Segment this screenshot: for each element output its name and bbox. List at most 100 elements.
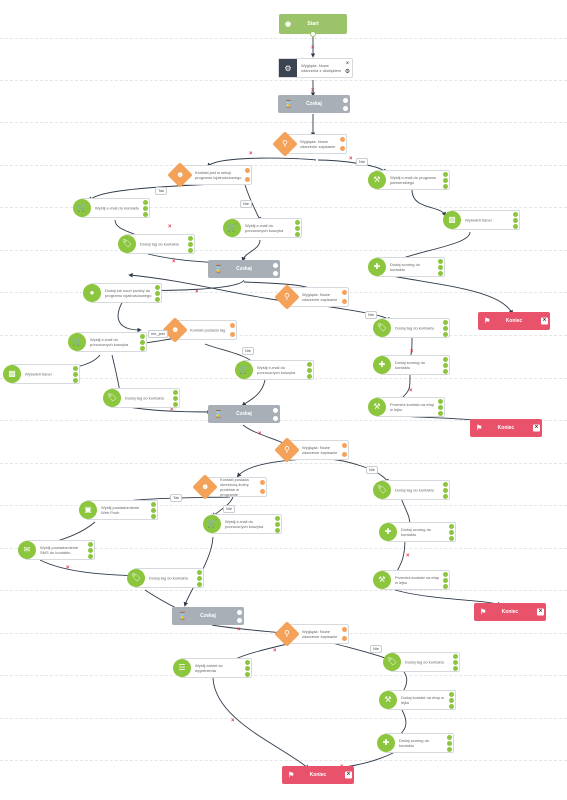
action-node[interactable]: ☰ Wyślij ankiet do wypełnienia (173, 658, 252, 678)
port[interactable] (437, 404, 443, 410)
end-node[interactable]: ⚑ Koniec × (470, 419, 542, 437)
wait-node[interactable]: ⌛ Czekaj (278, 95, 350, 113)
wait-node[interactable]: ⌛ Czekaj (208, 405, 280, 423)
condition-node[interactable]: ⚲ Wygląda: Nowe zdarzenie zapisanie (274, 621, 349, 647)
port[interactable] (442, 577, 448, 583)
port[interactable] (294, 219, 300, 225)
action-node[interactable]: ✚ Dodaj scoring do kontaktu (373, 355, 450, 375)
port[interactable] (244, 659, 250, 665)
action-node[interactable]: ⚒ Dodaj kontakt na etap w lejku (379, 690, 456, 710)
action-node[interactable]: 🛒 Wyślij e-mail do porzuconych koszyka (223, 218, 302, 238)
port[interactable] (437, 398, 443, 404)
trigger-node[interactable]: ⚙ Wygląda: Nowe zdarzenia z dźwiękiem ×⚙ (278, 58, 353, 78)
port[interactable] (448, 535, 454, 541)
port[interactable] (448, 529, 454, 535)
port[interactable] (196, 581, 202, 587)
port[interactable] (442, 325, 448, 331)
action-node[interactable]: ▣ Wyślij powiadomienie Web Push (79, 500, 158, 520)
port[interactable] (512, 223, 518, 229)
port[interactable] (339, 137, 345, 142)
action-node[interactable]: 🏷 Dodaj tag do kontaktu (373, 318, 450, 338)
port[interactable] (452, 653, 458, 659)
port[interactable] (442, 171, 448, 177)
port[interactable] (446, 740, 452, 746)
port[interactable] (341, 627, 347, 632)
port[interactable] (306, 361, 312, 367)
port[interactable] (274, 527, 280, 533)
end-node[interactable]: ⚑ Koniec × (282, 766, 354, 784)
port[interactable] (72, 365, 78, 371)
port[interactable] (244, 665, 250, 671)
wait-node[interactable]: ⌛ Czekaj (172, 607, 244, 625)
port[interactable] (142, 199, 148, 205)
port[interactable] (273, 270, 278, 276)
port[interactable] (512, 217, 518, 223)
close-icon[interactable]: × (541, 317, 548, 325)
port[interactable] (172, 395, 178, 401)
output-port[interactable] (310, 31, 316, 37)
port[interactable] (442, 319, 448, 325)
port[interactable] (442, 368, 448, 374)
action-node[interactable]: ⚒ Przenieś kontakt na etap w lejku (368, 397, 445, 417)
port[interactable] (273, 262, 278, 268)
port[interactable] (150, 513, 156, 519)
action-node[interactable]: 🏷 Dodaj tag do kontaktu (383, 652, 460, 672)
port[interactable] (274, 515, 280, 521)
port[interactable] (437, 264, 443, 270)
port[interactable] (442, 487, 448, 493)
port[interactable] (172, 401, 178, 407)
port[interactable] (448, 697, 454, 703)
end-node[interactable]: ⚑ Koniec × (474, 603, 546, 621)
port[interactable] (139, 345, 145, 351)
port[interactable] (442, 183, 448, 189)
port[interactable] (341, 290, 347, 295)
condition-node[interactable]: ☻ Kontakt posiada określoną liczbę punkt… (192, 474, 267, 500)
close-icon[interactable]: × (533, 424, 540, 432)
wait-node[interactable]: ⌛ Czekaj (208, 260, 280, 278)
port[interactable] (87, 553, 93, 559)
action-node[interactable]: ▩ Wyświetl baner (443, 210, 520, 230)
port[interactable] (448, 691, 454, 697)
port[interactable] (196, 569, 202, 575)
port[interactable] (339, 146, 345, 151)
condition-node[interactable]: ⚲ Wygląda: Nowe zdarzenie zapisanie (272, 131, 347, 157)
port[interactable] (448, 523, 454, 529)
port[interactable] (437, 410, 443, 416)
port[interactable] (442, 493, 448, 499)
port[interactable] (154, 284, 160, 290)
port[interactable] (72, 371, 78, 377)
port[interactable] (442, 583, 448, 589)
port[interactable] (150, 507, 156, 513)
condition-node[interactable]: ⚲ Wygląda: Nowe zdarzenie zapisanie (274, 437, 349, 463)
start-node[interactable]: ◉ Start (279, 14, 347, 37)
port[interactable] (446, 734, 452, 740)
action-node[interactable]: 🏷 Dodaj tag do kontaktu (103, 388, 180, 408)
action-node[interactable]: 🛒 Wyślij e-mail do porzuconych koszyka (68, 332, 147, 352)
port[interactable] (306, 367, 312, 373)
port[interactable] (187, 247, 193, 253)
port[interactable] (446, 746, 452, 752)
port[interactable] (87, 541, 93, 547)
port[interactable] (452, 659, 458, 665)
action-node[interactable]: ✚ Dodaj scoring do kontaktu (379, 522, 456, 542)
port[interactable] (448, 703, 454, 709)
port[interactable] (259, 480, 265, 485)
port[interactable] (244, 671, 250, 677)
port[interactable] (274, 521, 280, 527)
action-node[interactable]: 🛒 Wyślij e-mail do porzuconych koszyka (203, 514, 282, 534)
port[interactable] (343, 97, 348, 103)
action-node[interactable]: ⚒ Przenieś kontakt na etap w lejku (373, 570, 450, 590)
action-node[interactable]: 🏷 Dodaj tag do kontaktu (118, 234, 195, 254)
port[interactable] (142, 211, 148, 217)
action-node[interactable]: ⚒ Wyślij e-mail do programu partnerskieg… (368, 170, 450, 190)
port[interactable] (154, 296, 160, 302)
port[interactable] (343, 105, 348, 111)
action-node[interactable]: 🏷 Dodaj tag do kontaktu (373, 480, 450, 500)
port[interactable] (150, 501, 156, 507)
port[interactable] (512, 211, 518, 217)
close-icon[interactable]: × (537, 608, 544, 616)
condition-node[interactable]: ⚲ Wygląda: Nowe zdarzenie zapisanie (274, 284, 349, 310)
end-node[interactable]: ⚑ Koniec × (478, 312, 550, 330)
port[interactable] (142, 205, 148, 211)
